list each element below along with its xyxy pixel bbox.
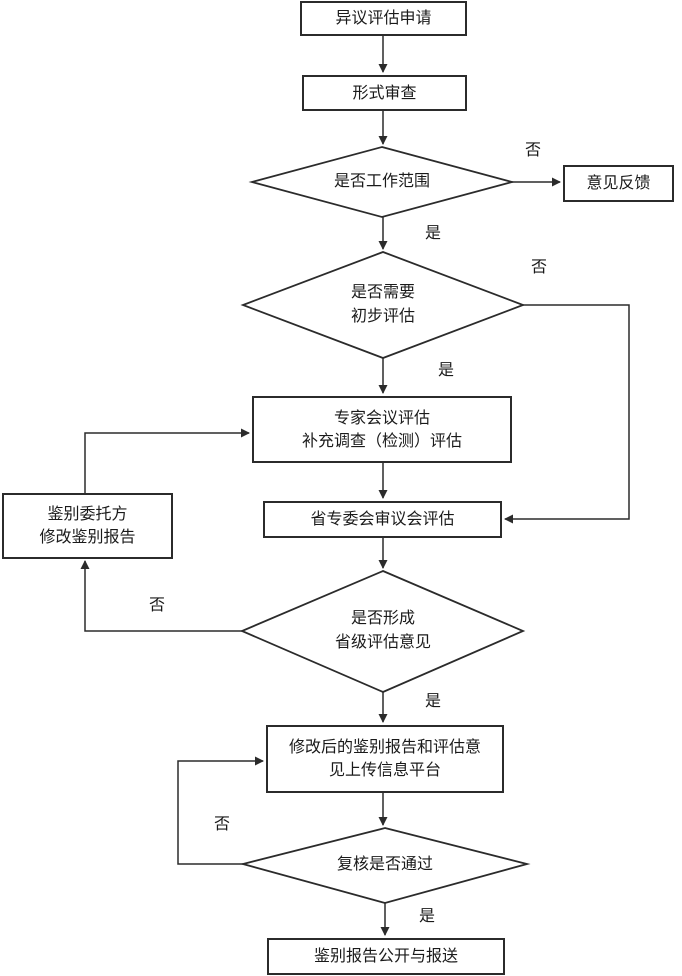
node-client-revise-label-line1: 鉴别委托方 (47, 506, 128, 523)
connector-preliminary-no-to-provincial-review (504, 304, 630, 524)
node-expert-meeting: 专家会议评估 补充调查（检测）评估 (252, 396, 512, 463)
connector-opinion-no-to-client-revise (80, 560, 242, 632)
branch-label-recheck-no: 否 (213, 815, 232, 835)
node-formal-review-label: 形式审查 (352, 84, 417, 102)
node-feedback-label: 意见反馈 (586, 175, 651, 192)
node-application: 异议评估申请 (300, 1, 467, 36)
node-upload-platform: 修改后的鉴别报告和评估意 见上传信息平台 (266, 725, 504, 793)
recheck-decision-diamond (239, 827, 531, 904)
connector-client-revise-to-expert-meeting (84, 428, 250, 493)
scope-decision-diamond (248, 146, 516, 218)
node-client-revise: 鉴别委托方 修改鉴别报告 (2, 493, 173, 559)
branch-label-preliminary-yes: 是 (437, 361, 456, 381)
branch-label-scope-yes: 是 (424, 224, 443, 244)
opinion-decision-diamond (239, 570, 526, 693)
preliminary-decision-diamond (240, 251, 526, 359)
node-expert-meeting-label-line1: 专家会议评估 (333, 409, 430, 427)
branch-label-opinion-yes: 是 (424, 692, 443, 712)
node-provincial-review-label: 省专委会审议会评估 (310, 511, 455, 528)
node-formal-review: 形式审查 (302, 75, 467, 111)
branch-label-recheck-yes: 是 (418, 907, 437, 927)
branch-label-preliminary-no: 否 (530, 258, 549, 278)
node-publish-label: 鉴别报告公开与报送 (313, 948, 458, 965)
node-upload-platform-label-line1: 修改后的鉴别报告和评估意 (288, 739, 481, 756)
branch-label-scope-no: 否 (524, 141, 543, 161)
node-publish: 鉴别报告公开与报送 (267, 938, 505, 975)
node-upload-platform-label-line2: 见上传信息平台 (328, 762, 441, 779)
node-expert-meeting-label-line2: 补充调查（检测）评估 (301, 432, 462, 450)
node-feedback: 意见反馈 (563, 165, 674, 202)
node-application-label: 异议评估申请 (335, 10, 432, 27)
node-client-revise-label-line2: 修改鉴别报告 (39, 529, 136, 546)
branch-label-opinion-no: 否 (148, 596, 167, 616)
connector-recheck-no-to-upload-platform (177, 756, 264, 865)
node-provincial-review: 省专委会审议会评估 (263, 501, 502, 538)
